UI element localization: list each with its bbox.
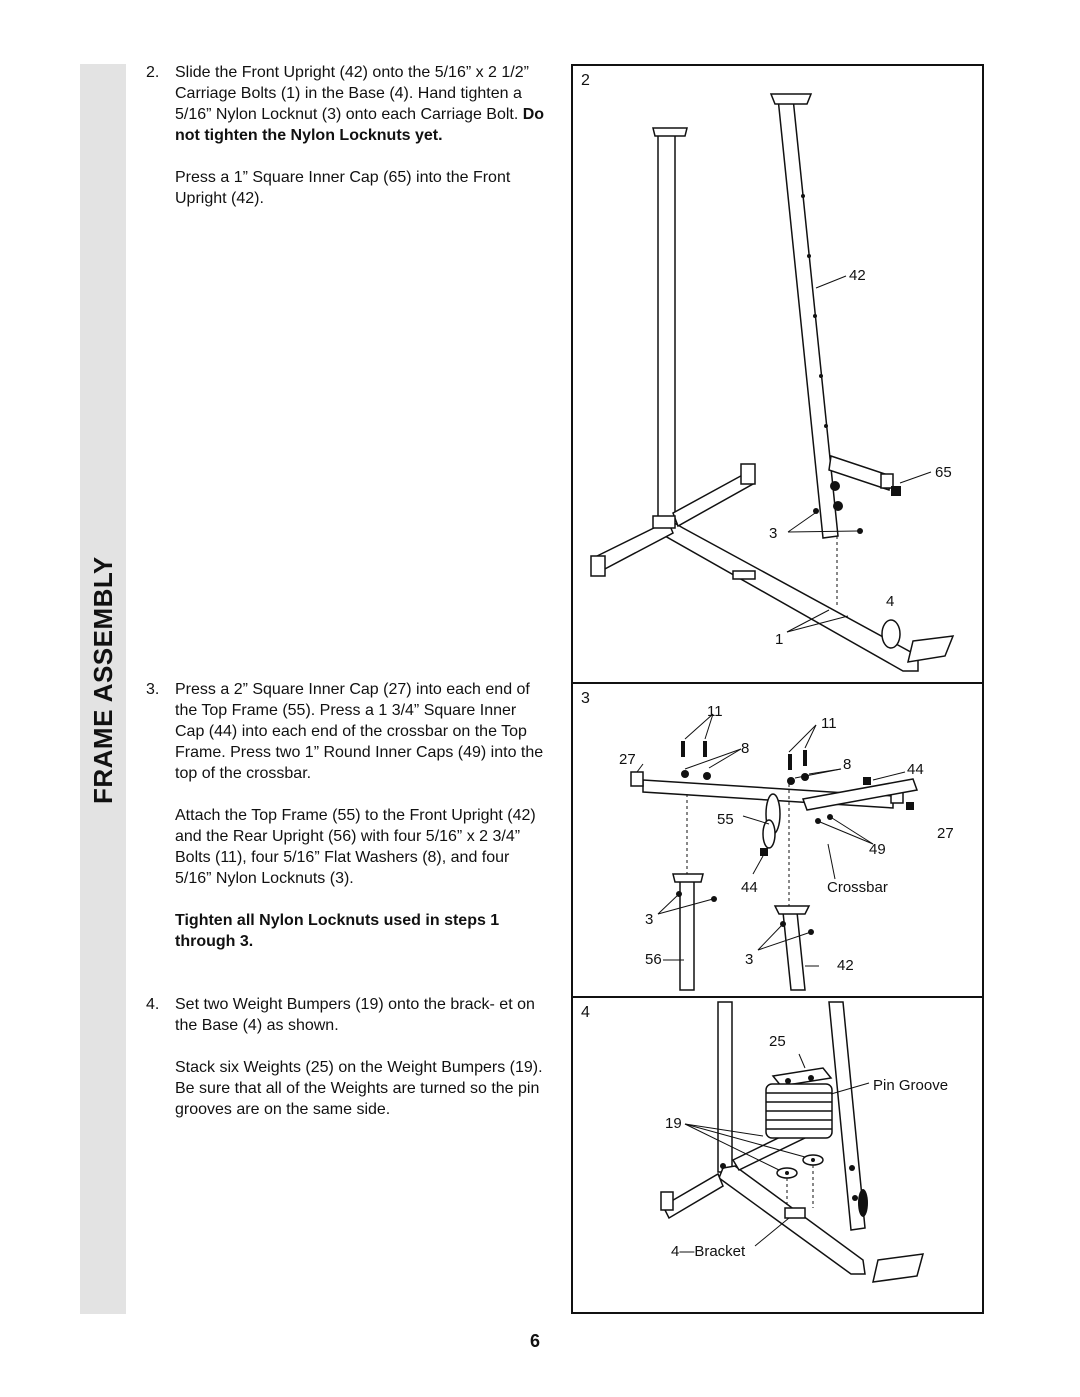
step-2: 2. Slide the Front Upright (42) onto the… <box>146 62 546 209</box>
figure-number: 4 <box>581 1004 590 1021</box>
step-4: 4. Set two Weight Bumpers (19) onto the … <box>146 994 546 1120</box>
callout-1: 1 <box>775 631 783 648</box>
callout-3: 3 <box>769 525 777 542</box>
sidebar-band <box>80 64 126 1314</box>
callout-25: 25 <box>769 1033 786 1050</box>
callout-3: 3 <box>645 911 653 928</box>
step-number: 2. <box>146 64 160 81</box>
step-paragraph: Stack six Weights (25) on the Weight Bum… <box>175 1059 543 1118</box>
step-paragraph: Press a 2” Square Inner Cap (27) into ea… <box>175 681 544 782</box>
callout-49: 49 <box>869 841 886 858</box>
figure-number: 2 <box>581 72 590 89</box>
top-frame-diagram: 11 11 27 8 8 44 55 27 49 44 Crossbar 3 5… <box>619 703 954 991</box>
callout-bracket: 4—Bracket <box>671 1243 746 1260</box>
step-paragraph: Attach the Top Frame (55) to the Front U… <box>175 807 536 887</box>
step-paragraph: Set two Weight Bumpers (19) onto the bra… <box>175 996 535 1034</box>
step-number: 4. <box>146 996 160 1013</box>
callout-44: 44 <box>907 761 924 778</box>
callout-42: 42 <box>849 267 866 284</box>
callout-pin-groove: Pin Groove <box>873 1077 948 1094</box>
callout-42: 42 <box>837 957 854 974</box>
callout-19: 19 <box>665 1115 682 1132</box>
callout-27: 27 <box>619 751 636 768</box>
figure-2: 2 <box>571 64 984 684</box>
callout-56: 56 <box>645 951 662 968</box>
callout-44: 44 <box>741 879 758 896</box>
callout-65: 65 <box>935 464 952 481</box>
figure-4: 4 <box>571 996 984 1314</box>
step-number: 3. <box>146 681 160 698</box>
callout-4: 4 <box>886 593 894 610</box>
callout-11: 11 <box>821 715 837 732</box>
upright-diagram: 42 65 3 4 1 <box>590 93 955 672</box>
step-paragraph: Press a 1” Square Inner Cap (65) into th… <box>175 169 511 207</box>
callout-55: 55 <box>717 811 734 828</box>
weight-stack-diagram: 25 Pin Groove 19 4—Bracket <box>660 1001 948 1283</box>
callout-3: 3 <box>745 951 753 968</box>
step-paragraph: Slide the Front Upright (42) onto the 5/… <box>175 64 545 144</box>
step-warning: Do not tighten the Nylon Locknuts yet. <box>175 106 545 144</box>
callout-8: 8 <box>741 740 749 757</box>
step-warning: Tighten all Nylon Locknuts used in steps… <box>175 912 500 950</box>
page-number: 6 <box>530 1331 541 1351</box>
callout-27: 27 <box>937 825 954 842</box>
figure-number: 3 <box>581 690 590 707</box>
figure-3: 3 <box>571 682 984 998</box>
section-title: FRAME ASSEMBLY <box>88 556 118 804</box>
step-3: 3. Press a 2” Square Inner Cap (27) into… <box>146 679 546 952</box>
callout-crossbar: Crossbar <box>827 879 888 896</box>
callout-8: 8 <box>843 756 851 773</box>
callout-11: 11 <box>707 703 723 720</box>
